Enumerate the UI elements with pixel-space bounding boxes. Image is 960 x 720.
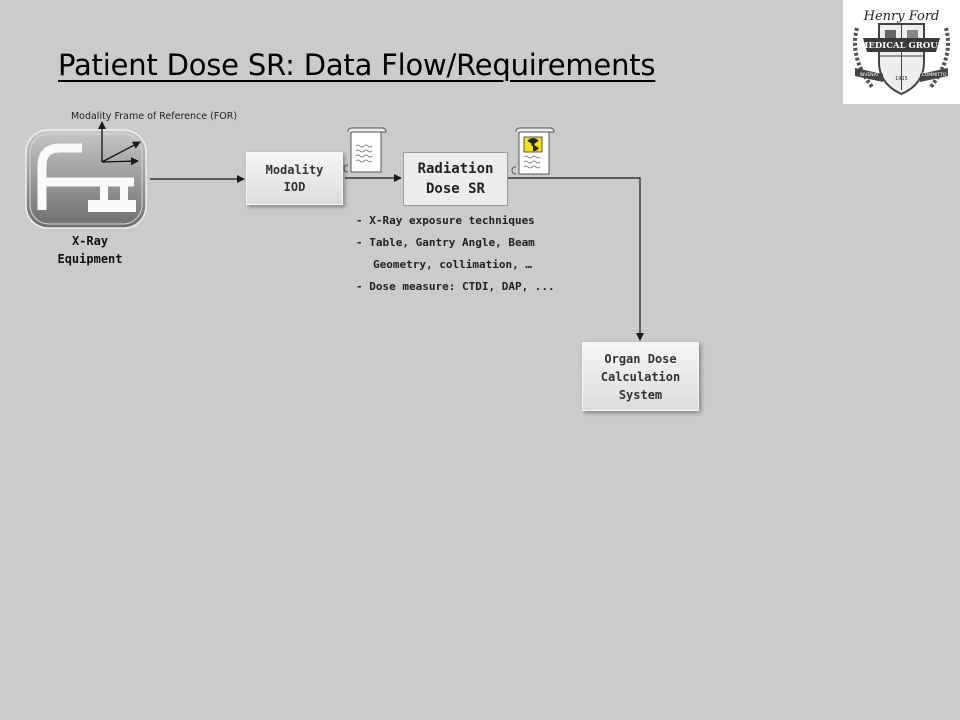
frame-of-reference-label: Modality Frame of Reference (FOR) xyxy=(70,111,238,122)
equipment-label-line1: X-Ray xyxy=(71,234,109,248)
radiation-dose-sr-box: Radiation Dose SR xyxy=(403,152,508,206)
radiation-document-icon xyxy=(511,127,555,175)
organ-dose-system-box: Organ Dose Calculation System xyxy=(582,342,699,411)
list-item: Geometry, collimation, … xyxy=(373,258,532,271)
logo-year: 1915 xyxy=(895,76,908,82)
ct-scanner-icon xyxy=(25,129,147,229)
organ-dose-line1: Organ Dose xyxy=(604,351,677,366)
list-item: - X-Ray exposure techniques xyxy=(356,214,535,227)
list-item: - Table, Gantry Angle, Beam xyxy=(356,236,535,249)
logo-left-ribbon: INVENIO xyxy=(860,72,879,78)
logo-right-ribbon: COMMITTO xyxy=(922,72,947,78)
page-title: Patient Dose SR: Data Flow/Requirements xyxy=(58,48,656,82)
list-item: - Dose measure: CTDI, DAP, ... xyxy=(356,280,555,293)
modality-iod-box: Modality IOD xyxy=(246,152,343,205)
modality-iod-line1: Modality xyxy=(265,162,324,177)
radiation-dose-sr-line1: Radiation xyxy=(417,161,494,177)
radiation-dose-sr-line2: Dose SR xyxy=(425,181,485,197)
organ-dose-line2: Calculation xyxy=(600,369,681,384)
dose-content-list: - X-Ray exposure techniques - Table, Gan… xyxy=(356,210,555,298)
henry-ford-crest-logo: MEDICAL GROUP Henry Ford INVENIO COMMITT… xyxy=(853,9,950,96)
modality-iod-line2: IOD xyxy=(283,179,306,194)
arrow-sr-to-organ xyxy=(508,177,644,341)
axes-icon xyxy=(98,121,141,166)
equipment-label-line2: Equipment xyxy=(57,252,123,266)
xray-equipment-label: X-Ray Equipment xyxy=(30,232,150,268)
organ-dose-line3: System xyxy=(618,387,663,402)
logo-script-text: Henry Ford xyxy=(863,9,940,24)
document-scroll-icon xyxy=(343,127,387,173)
henry-ford-logo: MEDICAL GROUP Henry Ford INVENIO COMMITT… xyxy=(843,0,960,104)
logo-banner-text: MEDICAL GROUP xyxy=(859,41,945,51)
